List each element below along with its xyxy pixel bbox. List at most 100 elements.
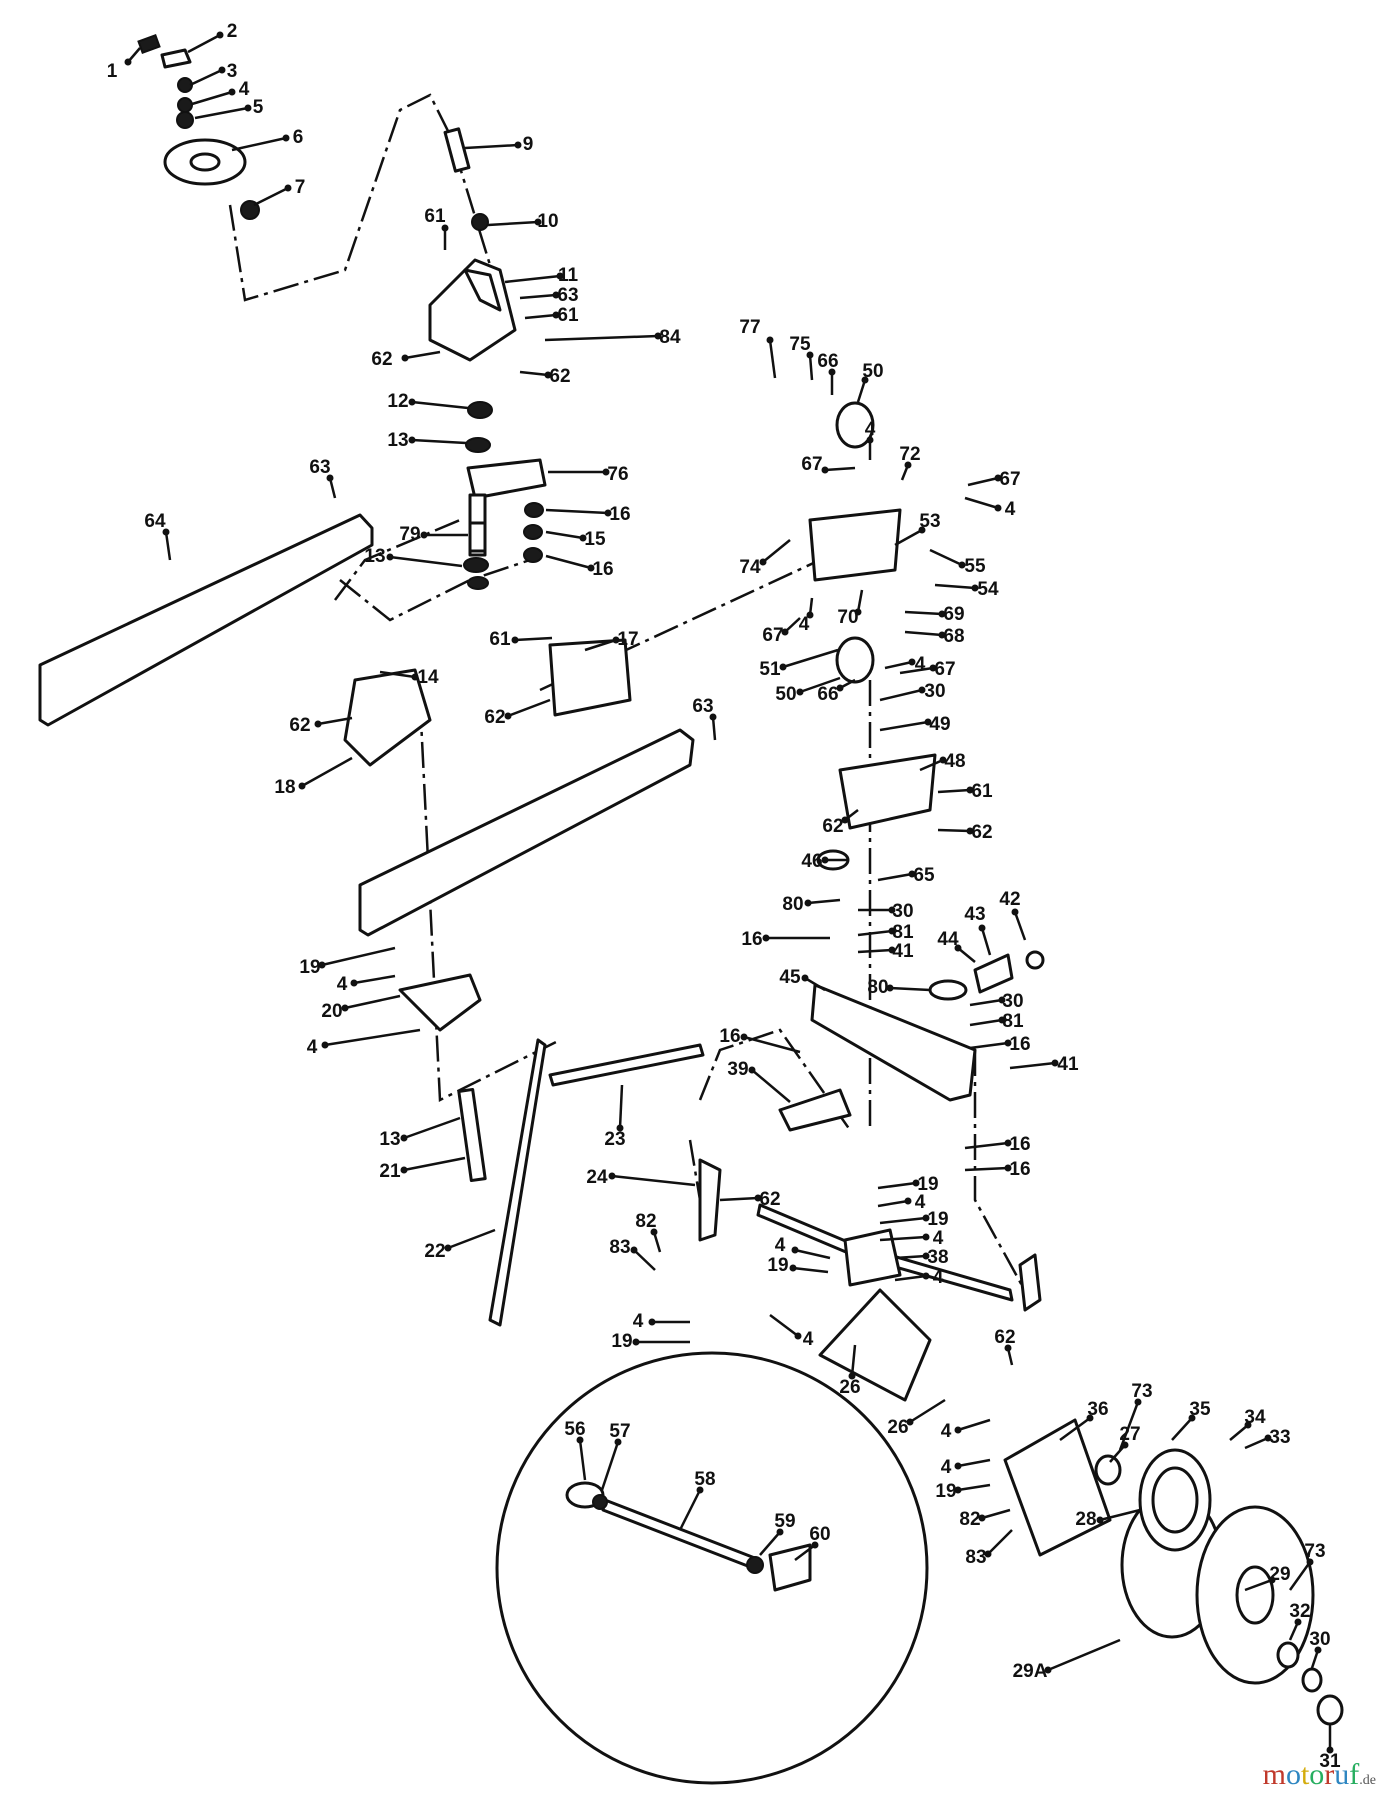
- callout-arrowhead: [604, 509, 612, 517]
- callout-arrowhead: [1244, 1421, 1252, 1429]
- part-number-label: 16: [1009, 1134, 1030, 1155]
- bearing-10: [471, 213, 489, 231]
- drag-link-23: [548, 1043, 705, 1087]
- callout-arrowhead: [244, 104, 252, 112]
- part-number-label: 61: [424, 206, 446, 227]
- callout-leader: [957, 947, 976, 963]
- callout-arrowhead: [854, 608, 862, 616]
- callout-leader: [545, 530, 584, 540]
- callout-leader: [769, 1314, 799, 1337]
- part-number-label: 31: [1319, 1751, 1341, 1772]
- part-number-label: 72: [899, 444, 920, 465]
- part-number-label: 11: [558, 265, 579, 286]
- callout-leader: [792, 1266, 829, 1274]
- drag-link-22: [488, 1038, 547, 1327]
- callout-arrowhead: [556, 272, 564, 280]
- callout-arrowhead: [848, 1372, 856, 1380]
- callout-leader: [929, 548, 963, 567]
- callout-leaders: [124, 31, 1334, 1754]
- callout-leader: [957, 1418, 991, 1432]
- part-number-label: 80: [867, 977, 888, 998]
- callout-arrowhead: [998, 1016, 1006, 1024]
- callout-arrowhead: [958, 561, 966, 569]
- callout-leader: [759, 1531, 781, 1556]
- part-number-label: 50: [775, 684, 796, 705]
- callout-leader: [879, 1216, 927, 1225]
- part-number-label: 61: [557, 305, 579, 326]
- callout-arrowhead: [791, 1246, 799, 1254]
- washer-13c: [467, 576, 489, 590]
- part-number-label: 54: [977, 579, 999, 600]
- part-number-label: 80: [782, 894, 803, 915]
- part-number-label: 64: [144, 511, 166, 532]
- bolt-42: [1025, 950, 1045, 970]
- part-number-label: 36: [1087, 1399, 1108, 1420]
- callout-arrowhead: [314, 720, 322, 728]
- callout-arrowhead: [552, 311, 560, 319]
- callout-leader: [877, 1199, 909, 1208]
- callout-arrowhead: [341, 1004, 349, 1012]
- part-number-label: 68: [943, 626, 964, 647]
- callout-arrowhead: [602, 468, 610, 476]
- callout-leader: [519, 293, 557, 300]
- callout-arrowhead: [534, 218, 542, 226]
- callout-labels: 1234567910116361846262611213761615167913…: [107, 21, 1341, 1772]
- spacer-44: [973, 953, 1014, 994]
- part-number-label: 7: [295, 177, 306, 198]
- callout-leader: [808, 354, 814, 381]
- part-number-label: 59: [774, 1511, 795, 1532]
- part-number-label: 29: [1269, 1564, 1290, 1585]
- front-axle-assembly: [778, 401, 1045, 1312]
- pivot-support-17: [548, 638, 632, 717]
- callout-arrowhead: [811, 1541, 819, 1549]
- part-number-label: 4: [933, 1228, 944, 1249]
- callout-arrowhead: [929, 664, 937, 672]
- callout-leader: [253, 186, 289, 207]
- callout-arrowhead: [1004, 1164, 1012, 1172]
- callout-leader: [411, 400, 469, 410]
- callout-leader: [321, 946, 396, 967]
- callout-arrowhead: [886, 984, 894, 992]
- callout-arrowhead: [1086, 1414, 1094, 1422]
- part-number-label: 43: [964, 904, 985, 925]
- callout-arrowhead: [1004, 1139, 1012, 1147]
- washer-13b: [463, 557, 489, 573]
- callout-arrowhead: [576, 1436, 584, 1444]
- steering-arm-38: [843, 1228, 902, 1287]
- callout-leader: [317, 716, 353, 726]
- part-number-label: 4: [239, 79, 250, 100]
- part-number-label: 83: [609, 1237, 630, 1258]
- callout-leader: [919, 758, 944, 772]
- callout-leader: [404, 350, 441, 360]
- part-number-label: 67: [934, 659, 955, 680]
- callout-leader: [1047, 1638, 1121, 1672]
- callout-arrowhead: [978, 1514, 986, 1522]
- part-number-label: 4: [803, 1329, 814, 1350]
- part-number-label: 17: [617, 629, 638, 650]
- callout-leader: [967, 476, 999, 487]
- callout-arrowhead: [696, 1486, 704, 1494]
- callout-arrowhead: [544, 371, 552, 379]
- callout-leader: [487, 220, 539, 227]
- part-number-label: 46: [801, 851, 822, 872]
- callout-arrowhead: [966, 786, 974, 794]
- arm-20: [398, 973, 482, 1032]
- callout-leader: [794, 1544, 816, 1561]
- callout-leader: [894, 1274, 927, 1282]
- callout-arrowhead: [740, 1033, 748, 1041]
- part-number-label: 26: [839, 1377, 860, 1398]
- watermark-letter: r: [1324, 1758, 1335, 1791]
- callout-arrowhead: [922, 1252, 930, 1260]
- callout-arrowhead: [978, 924, 986, 932]
- part-number-label: 39: [727, 1059, 748, 1080]
- callout-leader: [1109, 1444, 1126, 1463]
- callout-arrowhead: [587, 564, 595, 572]
- steering-wheel-assembly: [137, 34, 260, 220]
- callout-arrowhead: [1011, 908, 1019, 916]
- callout-arrowhead: [444, 1244, 452, 1252]
- callout-leader: [194, 106, 249, 120]
- callout-leader: [633, 1249, 656, 1271]
- part-number-label: 62: [371, 349, 392, 370]
- callout-arrowhead: [748, 1066, 756, 1074]
- callout-arrowhead: [836, 684, 844, 692]
